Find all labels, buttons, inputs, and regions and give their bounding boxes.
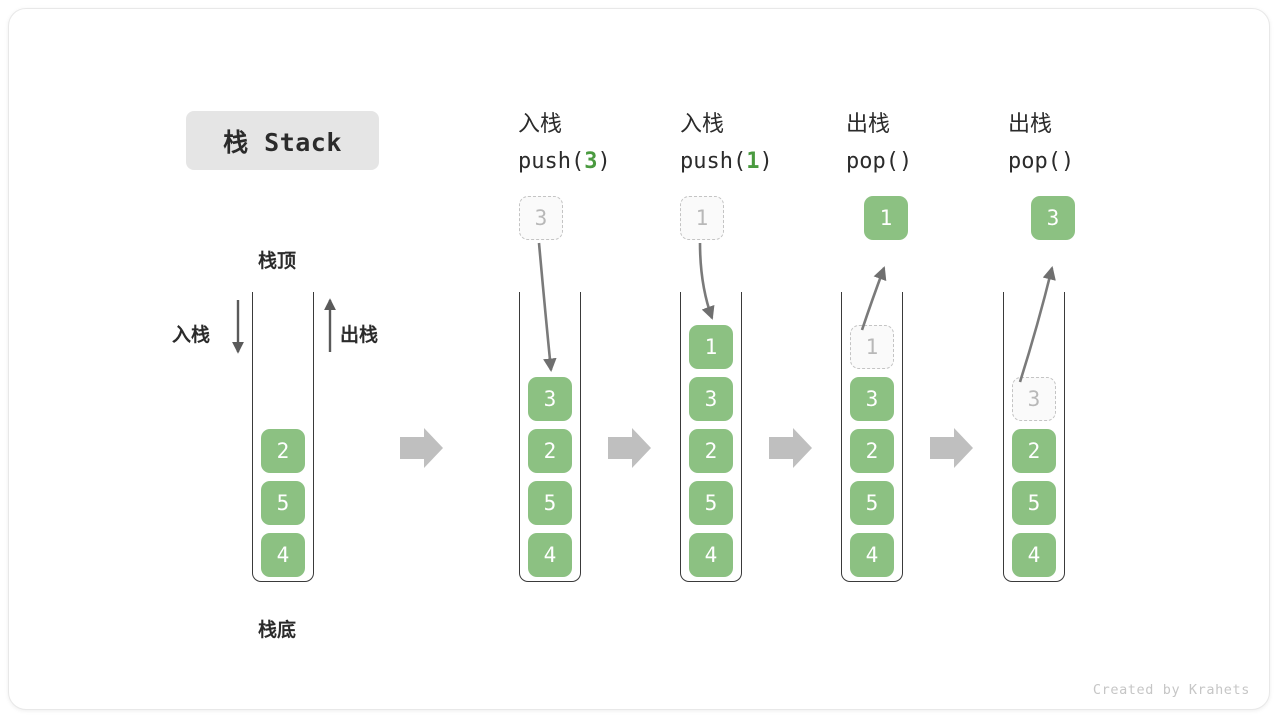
stack-cell: 2 <box>1012 429 1056 473</box>
cell-value: 3 <box>534 206 548 230</box>
stack-column-push-3: 3 2 5 4 <box>519 292 581 582</box>
column-head-pop-2: 出栈 pop() <box>1008 106 1074 180</box>
stack-column-push-1: 1 3 2 5 4 <box>680 292 742 582</box>
credit-text: Created by Krahets <box>1092 682 1250 698</box>
stack-cell: 5 <box>528 481 572 525</box>
stack-cell: 5 <box>689 481 733 525</box>
pop-side-label: 出栈 <box>340 324 379 346</box>
stack-cell: 4 <box>528 533 572 577</box>
stack-cell: 1 <box>689 325 733 369</box>
stack-top-label: 栈顶 <box>258 250 297 272</box>
column-head-code-suffix: ) <box>759 149 773 174</box>
cell-value: 1 <box>879 206 893 230</box>
stack-bottom-label: 栈底 <box>258 619 297 641</box>
stack-cell: 5 <box>1012 481 1056 525</box>
column-head-accent: 3 <box>584 149 598 174</box>
column-head-code: push( <box>518 149 585 174</box>
stack-cell: 3 <box>528 377 572 421</box>
stack-cell: 4 <box>261 533 305 577</box>
stack-cell: 4 <box>850 533 894 577</box>
stack-items: 3 2 5 4 <box>519 377 581 577</box>
stack-cell: 2 <box>850 429 894 473</box>
stack-cell: 5 <box>261 481 305 525</box>
stack-cell-ghost: 3 <box>1012 377 1056 421</box>
incoming-cell-push-1: 1 <box>680 196 724 240</box>
stack-items: 3 2 5 4 <box>1003 377 1065 577</box>
incoming-cell-push-3: 3 <box>519 196 563 240</box>
stack-cell: 5 <box>850 481 894 525</box>
popped-cell-pop-2: 3 <box>1031 196 1075 240</box>
stack-cell: 3 <box>689 377 733 421</box>
column-head-code: pop( <box>846 149 899 174</box>
column-head-code: push( <box>680 149 747 174</box>
stack-column-pop-1: 1 3 2 5 4 <box>841 292 903 582</box>
column-head-push-1: 入栈 push(1) <box>680 106 773 180</box>
column-head-cn: 入栈 <box>518 112 563 137</box>
column-head-cn: 入栈 <box>680 112 725 137</box>
cell-value: 1 <box>695 206 709 230</box>
stack-cell-ghost: 1 <box>850 325 894 369</box>
stack-cell: 2 <box>261 429 305 473</box>
stack-column-initial: 2 5 4 <box>252 292 314 582</box>
stack-items: 2 5 4 <box>252 429 314 577</box>
cell-value: 3 <box>1046 206 1060 230</box>
stack-column-pop-2: 3 2 5 4 <box>1003 292 1065 582</box>
column-head-pop-1: 出栈 pop() <box>846 106 912 180</box>
stack-items: 1 3 2 5 4 <box>680 325 742 577</box>
column-head-accent: 1 <box>746 149 760 174</box>
column-head-push-3: 入栈 push(3) <box>518 106 611 180</box>
stack-cell: 4 <box>689 533 733 577</box>
column-head-code-suffix: ) <box>597 149 611 174</box>
column-head-code-suffix: ) <box>1060 149 1075 174</box>
stack-cell: 2 <box>528 429 572 473</box>
column-head-cn: 出栈 <box>1008 112 1053 137</box>
column-head-code-suffix: ) <box>898 149 913 174</box>
stack-cell: 4 <box>1012 533 1056 577</box>
column-head-cn: 出栈 <box>846 112 891 137</box>
push-side-label: 入栈 <box>172 324 211 346</box>
column-head-code: pop( <box>1008 149 1061 174</box>
stack-cell: 2 <box>689 429 733 473</box>
popped-cell-pop-1: 1 <box>864 196 908 240</box>
title-badge: 栈 Stack <box>186 111 379 170</box>
stack-cell: 3 <box>850 377 894 421</box>
stack-items: 1 3 2 5 4 <box>841 325 903 577</box>
